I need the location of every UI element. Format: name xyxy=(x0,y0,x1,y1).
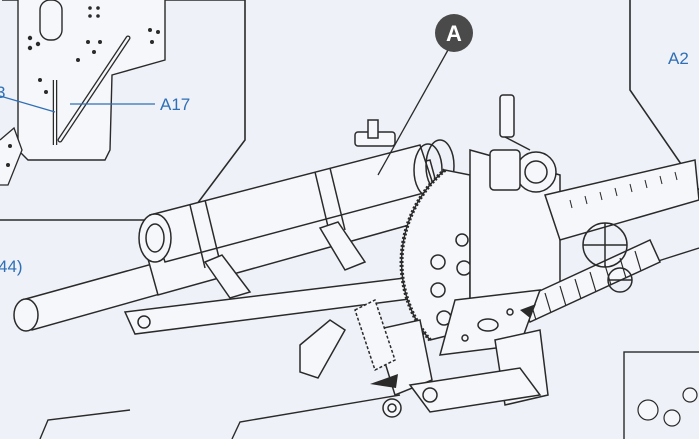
assembly-arrow-plate xyxy=(520,304,536,318)
callout-partial-number: 3 xyxy=(0,83,5,102)
side-note-partial: 44) xyxy=(0,257,23,276)
bottom-right-detail xyxy=(637,387,698,427)
traverse-rail xyxy=(544,159,699,241)
inset-panel-frame xyxy=(0,0,246,221)
assembly-arrow-lower xyxy=(370,374,398,388)
callout-line-partial xyxy=(0,95,56,113)
callout-a2-partial: A2 xyxy=(668,49,689,68)
inset-panel-right-frame xyxy=(629,0,699,191)
adjustment-knobs xyxy=(382,387,438,418)
cradle-bracket-mid xyxy=(318,221,367,271)
support-leg-center xyxy=(374,319,433,397)
inset-panel-top-left: A17 3 xyxy=(0,0,246,221)
base-foot xyxy=(408,367,542,413)
callout-a17: A17 xyxy=(160,95,190,114)
badge-leader-line xyxy=(377,49,449,176)
bracket-holes xyxy=(27,6,160,94)
elevating-sector-teeth xyxy=(399,168,447,342)
step-badge-circle xyxy=(435,14,473,52)
handwheel-small xyxy=(607,267,633,293)
inset-panel-right-pointer xyxy=(654,247,699,263)
gun-assembly xyxy=(13,94,699,418)
elevating-rack xyxy=(354,298,396,372)
cradle-bracket-left xyxy=(203,254,252,299)
barrel-muzzle xyxy=(13,298,39,332)
base-bolt xyxy=(137,315,151,329)
barrel-sight-clamp xyxy=(354,119,396,147)
handwheel-large xyxy=(582,222,628,268)
rail-ticks xyxy=(569,171,678,209)
support-leg-left xyxy=(299,319,346,379)
bottom-frames xyxy=(39,351,699,439)
gun-sight xyxy=(489,94,557,193)
sector-holes xyxy=(430,233,472,326)
recuperator-end xyxy=(138,213,172,263)
step-badge: A xyxy=(435,14,473,52)
small-bracket xyxy=(0,126,23,186)
inset-panel-right: A2 xyxy=(629,0,699,263)
step-badge-label: A xyxy=(446,21,462,46)
mount-plate-holes xyxy=(461,308,514,342)
bracket-slot xyxy=(39,0,63,41)
